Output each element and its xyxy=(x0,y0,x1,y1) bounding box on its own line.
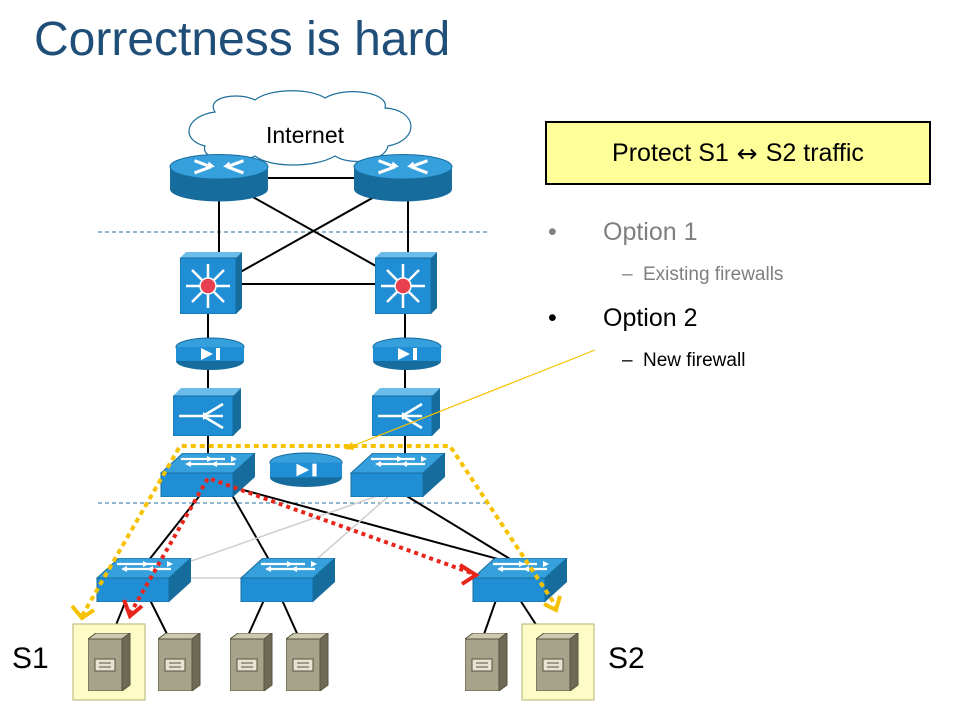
multilayer-switch-icon xyxy=(375,252,437,314)
server-icon xyxy=(158,633,201,691)
slide-title: Correctness is hard xyxy=(34,13,451,66)
internet-label: Internet xyxy=(266,122,345,148)
server-icon xyxy=(286,633,329,691)
switch-icon xyxy=(96,558,192,602)
pointer-line xyxy=(344,349,596,450)
switch-icon xyxy=(240,558,336,602)
list-item: • Option 1 xyxy=(548,218,948,262)
dash-icon: – xyxy=(622,350,633,371)
router-icon xyxy=(352,152,454,204)
firewall-icon xyxy=(175,337,245,371)
list-item: • Option 2 xyxy=(548,304,948,348)
new-firewall-path xyxy=(80,444,558,617)
firewall-icon xyxy=(372,337,442,371)
bidirectional-arrow-icon: ↔ xyxy=(736,138,758,168)
server-icon xyxy=(230,633,273,691)
protect-callout: Protect S1 ↔ S2 traffic xyxy=(545,121,931,185)
list-subitem: – New firewall xyxy=(548,348,948,388)
new-firewall-path-arrowheads xyxy=(70,595,562,621)
server-icon xyxy=(536,633,579,691)
load-balancer-icon xyxy=(372,388,440,436)
option-1-label: Option 1 xyxy=(603,218,698,246)
callout-prefix: Protect S1 xyxy=(612,138,729,167)
load-balancer-icon xyxy=(173,388,241,436)
multilayer-switch-icon xyxy=(180,252,242,314)
s2-label: S2 xyxy=(608,642,645,675)
option-1-detail: Existing firewalls xyxy=(643,264,784,285)
firewall-icon xyxy=(269,452,343,488)
callout-suffix: S2 traffic xyxy=(765,138,864,167)
bullet-icon: • xyxy=(548,218,557,246)
server-icon xyxy=(88,633,131,691)
s1-s2-traffic-arrowheads xyxy=(122,563,480,620)
switch-icon xyxy=(160,453,256,497)
router-icon xyxy=(168,152,270,204)
option-list: • Option 1 – Existing firewalls • Option… xyxy=(548,218,948,388)
switch-icon xyxy=(472,558,568,602)
option-2-detail: New firewall xyxy=(643,350,746,371)
option-2-label: Option 2 xyxy=(603,304,698,332)
bullet-icon: • xyxy=(548,304,557,332)
s1-s2-traffic-path xyxy=(128,475,475,615)
switch-icon xyxy=(350,453,446,497)
dash-icon: – xyxy=(622,264,633,285)
s1-label: S1 xyxy=(12,642,49,675)
list-subitem: – Existing firewalls xyxy=(548,262,948,304)
server-icon xyxy=(465,633,508,691)
